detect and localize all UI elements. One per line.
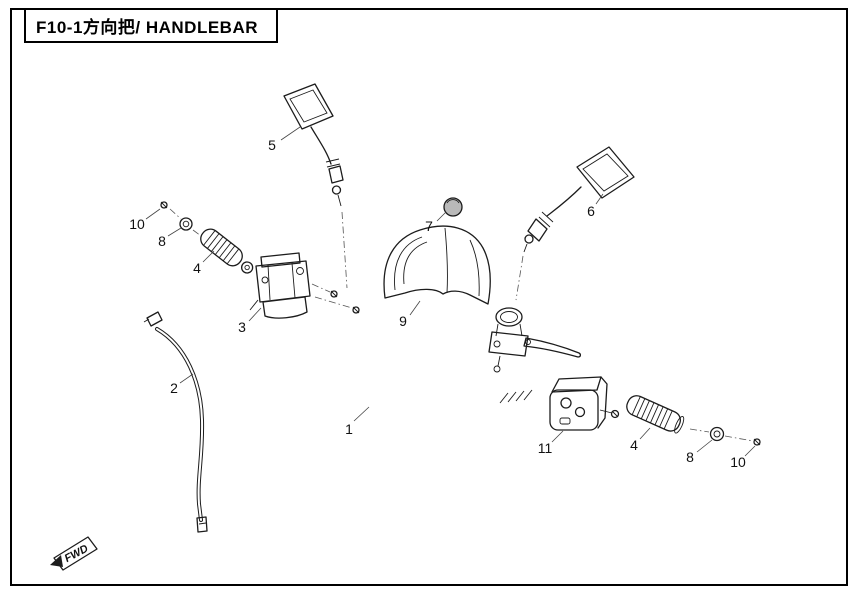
callout-4-left: 4 xyxy=(193,250,215,276)
housing-screw-2 xyxy=(314,296,360,314)
grip-left-part xyxy=(200,228,254,274)
axis-dash-left-2 xyxy=(192,229,202,237)
page-border xyxy=(10,8,848,586)
callout-1: 1 xyxy=(345,406,370,437)
callout-6: 6 xyxy=(587,193,604,219)
callout-8-right-label: 8 xyxy=(686,449,694,465)
switch-assembly-part xyxy=(549,376,620,431)
axis-dash-right-1 xyxy=(689,428,710,433)
page-title: F10-1方向把/ HANDLEBAR xyxy=(24,8,279,43)
cap-part xyxy=(443,197,463,217)
callout-10-right: 10 xyxy=(730,445,756,470)
throttle-housing-part xyxy=(249,252,360,319)
handlebar-knurl xyxy=(499,389,533,404)
axis-dash-right-2 xyxy=(724,435,754,442)
callout-9: 9 xyxy=(399,300,421,329)
callout-5-label: 5 xyxy=(268,137,276,153)
callout-3-label: 3 xyxy=(238,319,246,335)
housing-screw-1 xyxy=(311,283,338,298)
screw-right-part xyxy=(753,438,761,446)
mirror-right-part xyxy=(515,146,635,301)
brake-master-cylinder xyxy=(488,307,582,373)
throttle-cable-part xyxy=(143,311,208,533)
grip-right-part xyxy=(626,395,685,434)
screw-left-part xyxy=(160,201,168,209)
washer-right-part xyxy=(709,426,725,442)
callout-5: 5 xyxy=(268,126,301,153)
callout-7-label: 7 xyxy=(425,218,433,234)
callout-2-label: 2 xyxy=(170,380,178,396)
callout-10-left: 10 xyxy=(129,208,161,232)
fwd-marker: FWD xyxy=(50,536,98,571)
callout-10-left-label: 10 xyxy=(129,216,145,232)
axis-dash-left-1 xyxy=(169,208,182,220)
callout-8-left: 8 xyxy=(158,227,182,249)
handlebar-cover-part xyxy=(383,225,491,305)
callout-4-left-label: 4 xyxy=(193,260,201,276)
callout-3: 3 xyxy=(238,307,262,335)
callout-1-label: 1 xyxy=(345,421,353,437)
callout-10-right-label: 10 xyxy=(730,454,746,470)
callout-8-right: 8 xyxy=(686,439,713,465)
handlebar-part xyxy=(288,319,548,412)
callout-11-label: 11 xyxy=(538,440,553,456)
callout-6-label: 6 xyxy=(587,203,595,219)
washer-left-part xyxy=(179,217,193,231)
callout-4-right: 4 xyxy=(630,427,651,453)
callout-11: 11 xyxy=(538,430,564,456)
callout-9-label: 9 xyxy=(399,313,407,329)
fwd-arrow-icon xyxy=(50,555,63,567)
mirror-left-part xyxy=(283,83,348,289)
callout-7: 7 xyxy=(425,211,447,234)
callout-4-right-label: 4 xyxy=(630,437,638,453)
callout-2: 2 xyxy=(170,373,194,396)
callout-8-left-label: 8 xyxy=(158,233,166,249)
